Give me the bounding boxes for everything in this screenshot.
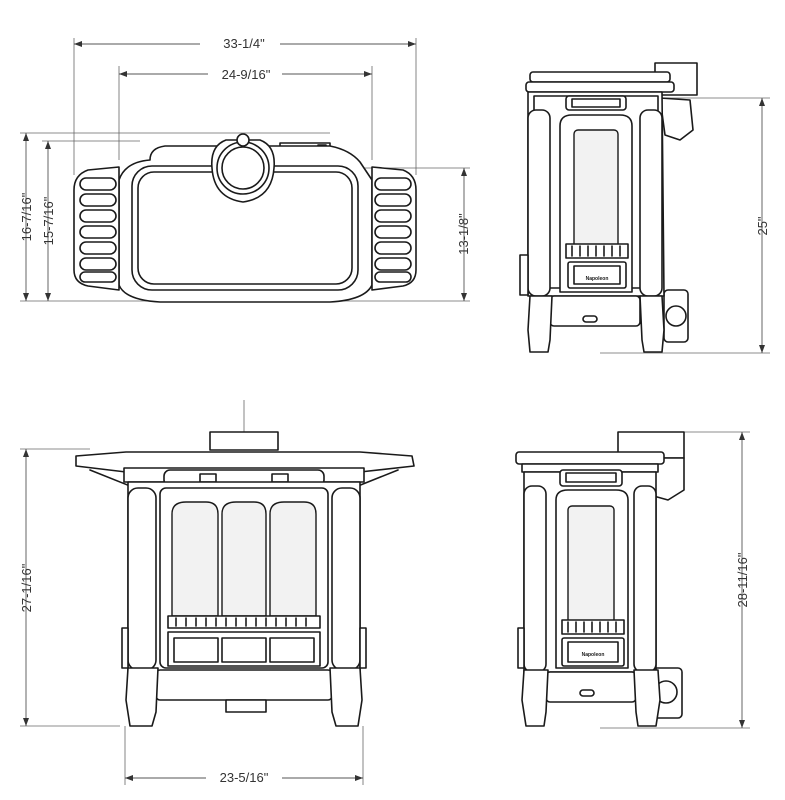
right-fins (374, 177, 412, 283)
front-grate (167, 615, 321, 629)
top-view: 33-1/4" 24-9/16" 16-7/16" 15-7/16" 13-1/… (19, 35, 471, 303)
side-view-upper: 25" Napoleon (519, 62, 770, 354)
side-view-lower: 28-11/16" Napoleon (515, 431, 750, 729)
front-view: 27-1/16" 23-5/16" (19, 400, 415, 785)
dim-overall-width: 33-1/4" (223, 36, 265, 51)
brand-plate-upper: Napoleon (586, 276, 609, 282)
brand-plate-lower: Napoleon (582, 652, 605, 658)
dim-side-lower-height: 28-11/16" (735, 552, 750, 607)
dim-overall-depth: 16-7/16" (19, 192, 34, 241)
side-grate-lower (561, 619, 625, 635)
dim-top-depth: 13-1/8" (456, 213, 471, 255)
dim-front-height: 27-1/16" (19, 563, 34, 612)
front-glass-panes (171, 501, 317, 617)
dim-body-depth: 15-7/16" (41, 196, 56, 245)
flue-collar-top (210, 133, 276, 203)
dim-body-width: 24-9/16" (222, 67, 271, 82)
dim-side-height: 25" (755, 216, 770, 235)
left-fins (79, 177, 117, 283)
side-grate-upper (565, 243, 629, 259)
dim-base-width: 23-5/16" (220, 770, 269, 785)
